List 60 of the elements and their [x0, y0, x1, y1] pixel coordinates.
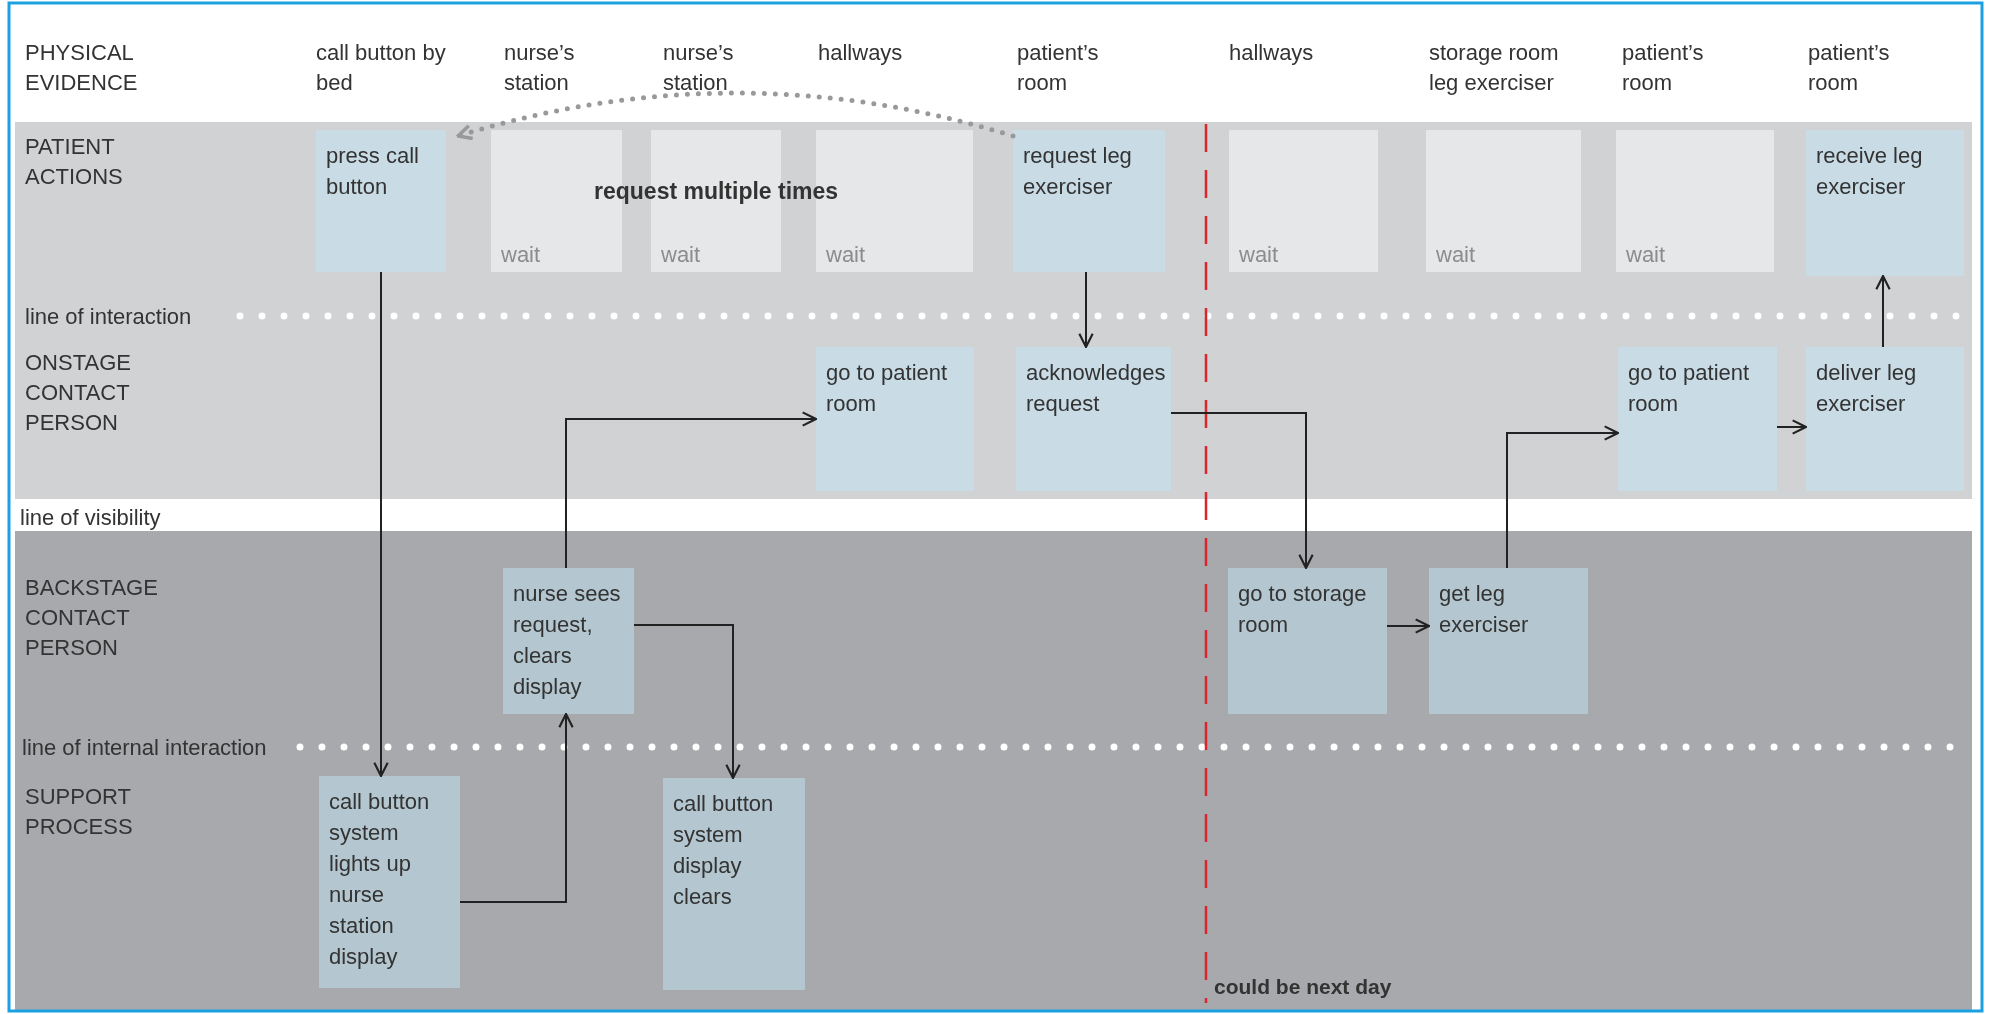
arrow [1170, 412, 1314, 570]
process-box [1016, 347, 1171, 491]
step-text: press call button [326, 143, 419, 199]
step-text: acknowledges request [1026, 360, 1166, 416]
process-box [503, 568, 634, 714]
lane-label: BACKSTAGE CONTACT PERSON [25, 574, 159, 662]
edge-label: request multiple times [594, 177, 839, 206]
process-box [319, 776, 460, 988]
step-text: get leg exerciser [1439, 581, 1529, 637]
step-text: wait [1239, 241, 1279, 269]
column-header: call button by bed [316, 39, 447, 97]
column-header: patient’s room [1017, 39, 1100, 97]
column-header: hallways [818, 39, 904, 67]
step-text: request leg exerciser [1023, 143, 1132, 199]
step-text: nurse sees request, clears display [513, 581, 621, 699]
line-label: line of internal interaction [22, 734, 267, 762]
step-text: deliver leg exerciser [1816, 360, 1917, 416]
lane-label: SUPPORT PROCESS [25, 783, 134, 841]
column-header: nurse’s station [504, 39, 576, 97]
process-box [816, 347, 974, 491]
step-text: wait [826, 241, 866, 269]
arrow [1386, 618, 1431, 634]
process-box [1013, 130, 1165, 272]
line-label: line of visibility [20, 504, 161, 532]
column-header: hallways [1229, 39, 1315, 67]
column-header: PHYSICAL EVIDENCE [25, 39, 139, 97]
process-box [1806, 130, 1964, 276]
process-box [1618, 347, 1777, 491]
step-text: receive leg exerciser [1816, 143, 1923, 199]
column-header: storage room leg exerciser [1429, 39, 1560, 97]
step-text: go to storage room [1238, 581, 1367, 637]
divider-note: could be next day [1214, 974, 1392, 1000]
lane-label: ONSTAGE CONTACT PERSON [25, 349, 132, 437]
process-box [1228, 568, 1387, 714]
line-label: line of interaction [25, 303, 192, 331]
step-text: wait [1436, 241, 1476, 269]
lane-label: PATIENT ACTIONS [25, 133, 124, 191]
process-box [1429, 568, 1588, 714]
step-text: go to patient room [826, 360, 948, 416]
column-header: patient’s room [1808, 39, 1891, 97]
arrow [373, 271, 389, 778]
arrow [1875, 274, 1891, 348]
step-text: go to patient room [1628, 360, 1750, 416]
process-box [1806, 347, 1964, 491]
arrow [459, 712, 574, 903]
process-box [316, 130, 446, 272]
step-text: wait [501, 241, 541, 269]
arrow [1078, 271, 1094, 349]
column-header: patient’s room [1622, 39, 1705, 97]
arrow [633, 624, 741, 780]
step-text: wait [661, 241, 701, 269]
step-text: wait [1626, 241, 1666, 269]
dotted-arrow [455, 90, 1016, 141]
arrow [1506, 425, 1620, 569]
arrow [1776, 419, 1808, 435]
step-text: call button system display clears [673, 791, 774, 909]
step-text: call button system lights up nurse station display [329, 789, 430, 969]
process-box [663, 778, 805, 990]
column-header: nurse’s station [663, 39, 735, 97]
arrow [565, 411, 818, 569]
